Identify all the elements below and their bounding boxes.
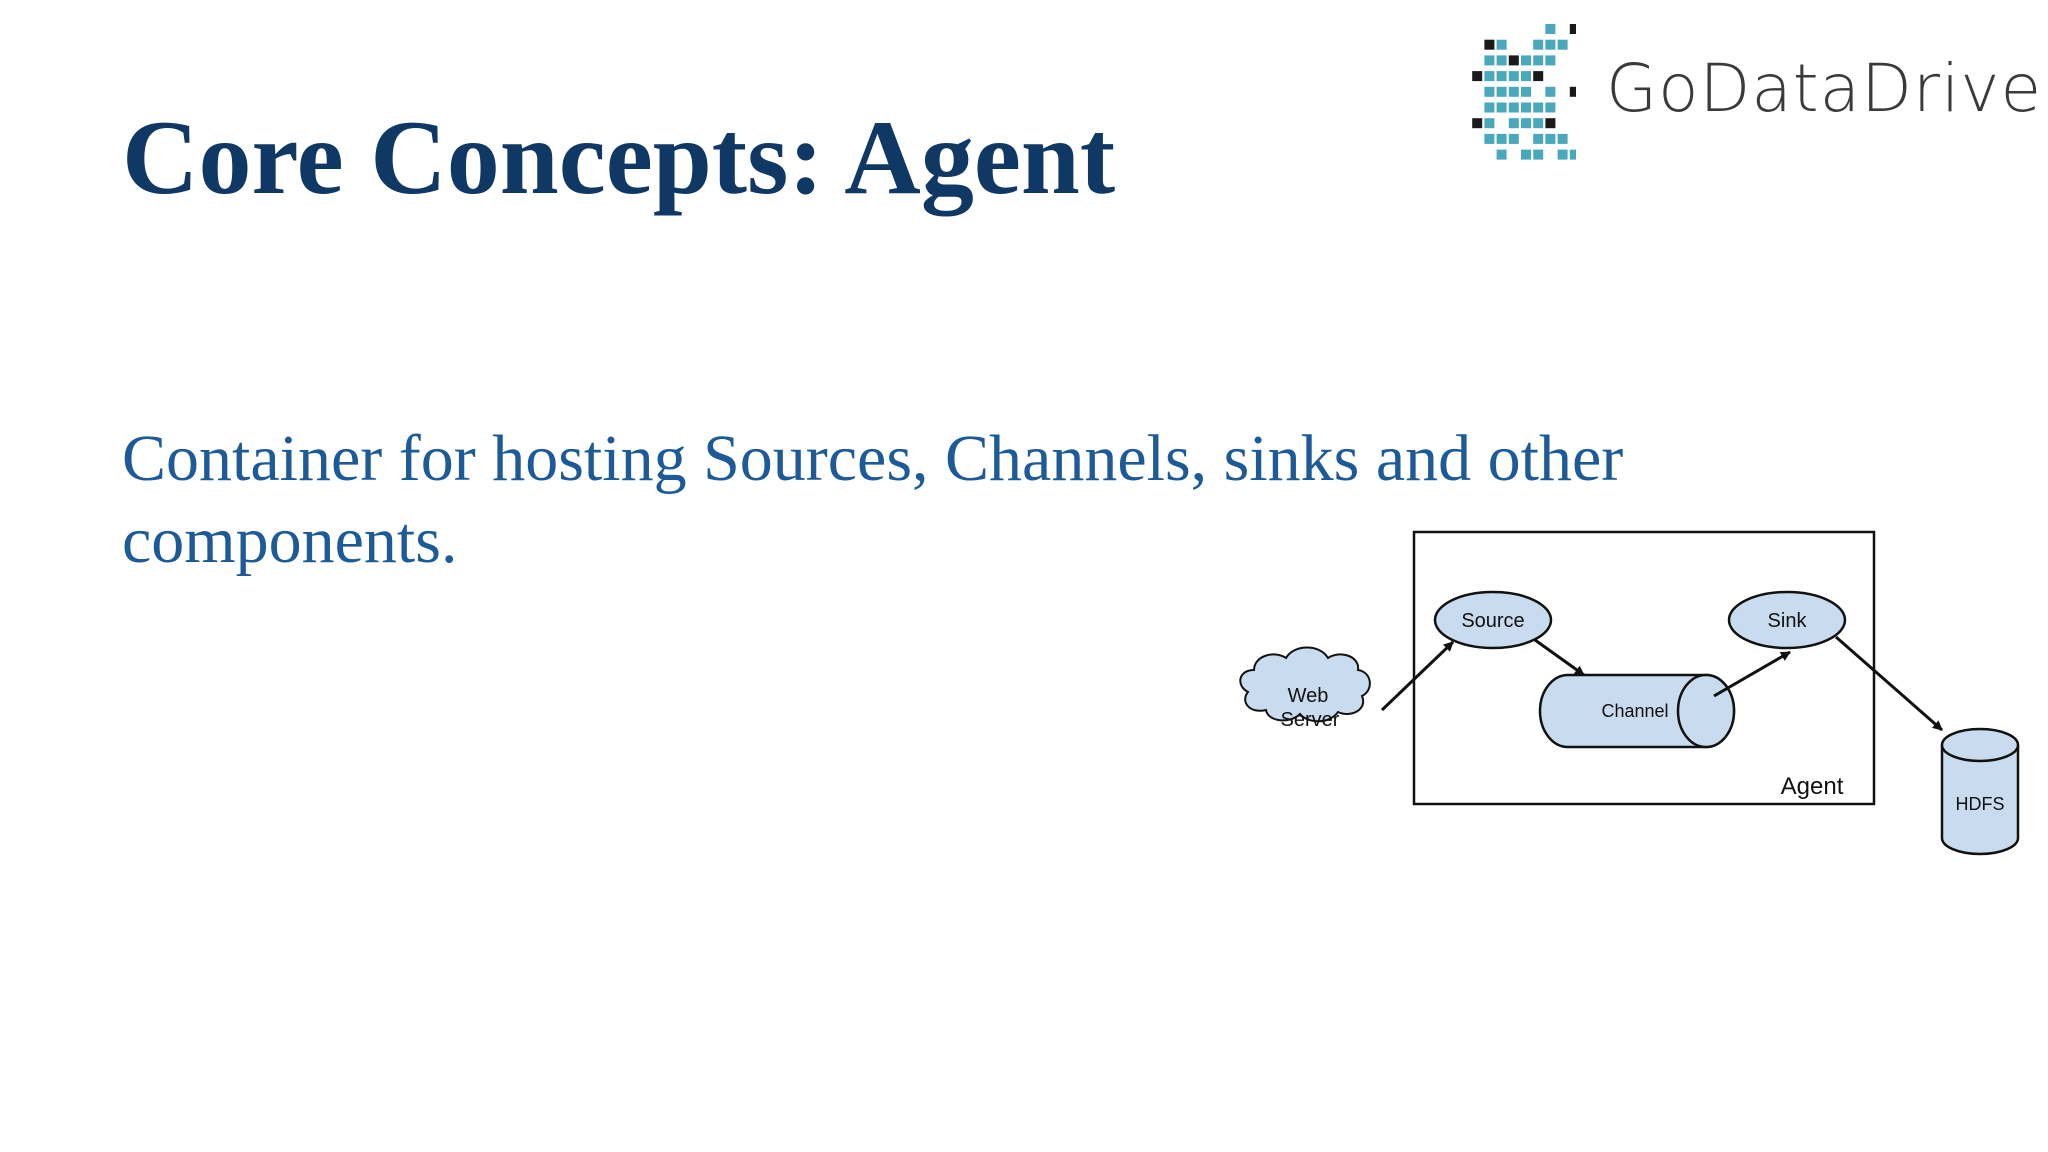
edge-sink-to-hdfs: [1835, 635, 1943, 732]
logo-cell: [1533, 102, 1544, 113]
edge-source-to-channel: [1534, 638, 1585, 677]
source-label: Source: [1461, 610, 1524, 632]
logo-cell: [1484, 102, 1495, 113]
logo-cell: [1569, 86, 1576, 97]
logo-pixel-grid-icon: [1472, 24, 1576, 160]
logo-cell: [1545, 24, 1556, 34]
web-server-label-line1: Web: [1288, 685, 1329, 707]
logo-cell: [1508, 71, 1519, 82]
slide-title: Core Concepts: Agent: [122, 99, 1116, 216]
logo-cell: [1557, 133, 1568, 144]
logo-cell: [1545, 55, 1556, 66]
logo-cell: [1545, 39, 1556, 50]
edge-web-server-to-source: [1380, 640, 1455, 712]
logo-cell: [1521, 102, 1531, 113]
logo-cell: [1533, 133, 1544, 144]
logo-cell: [1545, 118, 1556, 129]
slide-body-text: Container for hosting Sources, Channels,…: [122, 422, 1624, 577]
agent-box: Agent: [1412, 530, 1876, 806]
logo-cell: [1484, 133, 1495, 144]
logo-cell: [1472, 118, 1483, 129]
logo-cell: [1521, 86, 1531, 97]
edge-channel-to-sink: [1713, 650, 1791, 698]
logo-cell: [1508, 86, 1519, 97]
logo-cell: [1496, 39, 1507, 50]
logo-cell: [1521, 118, 1531, 129]
logo-cell: [1557, 149, 1568, 160]
hdfs-label: HDFS: [1956, 794, 2005, 814]
logo-cell: [1508, 133, 1519, 144]
logo-cell: [1533, 149, 1544, 160]
logo-cell: [1533, 71, 1544, 82]
logo-cell: [1496, 133, 1507, 144]
godatadriven-logo: GoDataDriven: [1460, 20, 2048, 170]
logo-cell: [1496, 102, 1507, 113]
web-server-node: Web Server: [1239, 646, 1371, 731]
logo-cell: [1569, 24, 1576, 34]
logo-cell: [1521, 149, 1531, 160]
logo-cell: [1557, 39, 1568, 50]
logo-cell: [1508, 118, 1519, 129]
logo-cell: [1521, 55, 1531, 66]
channel-node: Channel: [1538, 673, 1736, 749]
logo-cell: [1533, 118, 1544, 129]
source-node: Source: [1433, 590, 1553, 650]
logo-cell: [1533, 39, 1544, 50]
agent-label: Agent: [1781, 773, 1844, 800]
logo-cell: [1496, 71, 1507, 82]
agent-architecture-diagram: Agent Web Server Source Channel Sink: [1239, 530, 2020, 856]
logo-cell: [1545, 102, 1556, 113]
hdfs-node: HDFS: [1940, 727, 2020, 856]
logo-cell: [1484, 71, 1495, 82]
sink-label: Sink: [1768, 610, 1808, 632]
sink-node: Sink: [1727, 590, 1847, 650]
logo-cell: [1508, 55, 1519, 66]
logo-wordmark: GoDataDriven: [1606, 50, 2048, 127]
logo-cell: [1521, 71, 1531, 82]
logo-cell: [1496, 86, 1507, 97]
logo-cell: [1496, 55, 1507, 66]
logo-cell: [1484, 86, 1495, 97]
logo-cell: [1484, 118, 1495, 129]
logo-cell: [1484, 55, 1495, 66]
logo-cell: [1484, 39, 1495, 50]
logo-cell: [1545, 133, 1556, 144]
logo-cell: [1545, 86, 1556, 97]
web-server-label-line2: Server: [1281, 709, 1340, 731]
logo-cell: [1533, 55, 1544, 66]
logo-cell: [1472, 71, 1483, 82]
logo-cell: [1496, 149, 1507, 160]
channel-label: Channel: [1601, 701, 1668, 721]
logo-cell: [1569, 149, 1576, 160]
logo-cell: [1508, 102, 1519, 113]
